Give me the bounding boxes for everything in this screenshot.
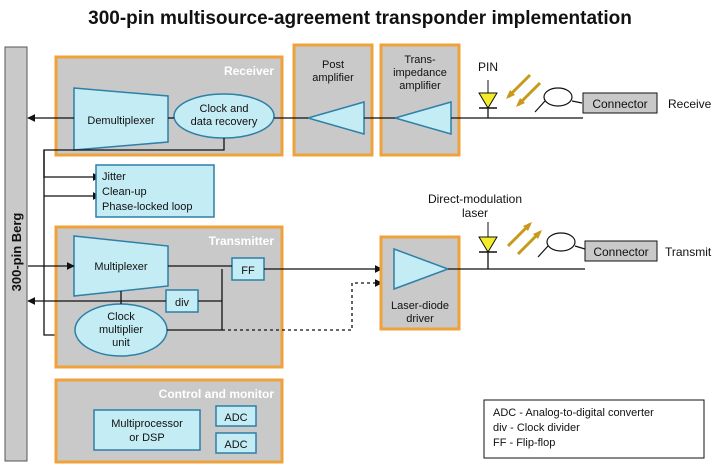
driver-triangle [393, 247, 451, 291]
laser-output-lines [448, 252, 585, 270]
tx-fiber-coil-icon [546, 232, 576, 252]
cmu-label-line1: Clock [107, 311, 135, 323]
berg-connector [4, 46, 28, 462]
transmitter-block: Transmitter Multiplexer FF div Clock mul… [54, 225, 284, 369]
diagram-title: 300-pin multisource-agreement transponde… [88, 8, 632, 29]
adc-label-2: ADC [224, 439, 247, 451]
legend-item-ff: FF - Flip-flop [493, 437, 555, 449]
tx-light-arrows-icon [506, 222, 542, 256]
legend-box: ADC - Analog-to-digital converter div - … [483, 399, 705, 459]
receiver-header: Receiver [224, 64, 274, 78]
tia-label-line3: amplifier [399, 80, 441, 92]
rx-connector-box [582, 92, 658, 114]
dml-label-line1: Direct-modulation [428, 192, 522, 206]
multiplexer-shape [73, 235, 169, 297]
jitter-label-line2: Clean-up [102, 186, 147, 198]
rx-fiber-coil-icon [543, 87, 573, 107]
tia-label-line1: Trans- [404, 54, 436, 66]
adc-box-2 [215, 432, 257, 454]
tx-connector-label: Connector [593, 245, 648, 259]
driver-label-line1: Laser-diode [391, 300, 449, 312]
cmu-label-line3: unit [112, 337, 130, 349]
rx-light-arrows-icon [506, 73, 542, 107]
post-amplifier-block: Post amplifier [292, 43, 374, 157]
transmitter-header: Transmitter [209, 234, 275, 248]
berg-label: 300-pin Berg [9, 213, 24, 292]
div-label: div [175, 297, 190, 309]
multiprocessor-label-line2: or DSP [129, 432, 164, 444]
transmit-label: Transmit [665, 245, 712, 259]
multiprocessor-box [93, 409, 201, 451]
receiver-block: Receiver Demultiplexer Clock and data re… [54, 55, 284, 157]
legend-item-div: div - Clock divider [493, 422, 580, 434]
pin-label: PIN [478, 60, 498, 74]
dml-label-line2: laser [462, 206, 488, 220]
tia-block: Trans- impedance amplifier [379, 43, 461, 157]
adc-box-1 [215, 405, 257, 427]
laser-diode-icon [478, 222, 498, 253]
post-amp-label-line1: Post [322, 59, 344, 71]
receive-label: Receive [668, 97, 712, 111]
demultiplexer-shape [73, 87, 169, 151]
control-monitor-block: Control and monitor Multiprocessor or DS… [54, 378, 284, 464]
rx-connector-label: Connector [592, 97, 647, 111]
transmit-path-lines [27, 262, 383, 331]
multiprocessor-label-line1: Multiprocessor [111, 418, 183, 430]
multiplexer-label: Multiplexer [94, 261, 148, 273]
pin-photodiode-icon [478, 80, 498, 109]
adc-label-1: ADC [224, 412, 247, 424]
jitter-label-line1: Jitter [102, 171, 126, 183]
demultiplexer-label: Demultiplexer [87, 115, 155, 127]
cdr-label-line1: Clock and [200, 103, 249, 115]
cmu-label-line2: multiplier [99, 324, 143, 336]
control-header: Control and monitor [159, 387, 275, 401]
modulation-control-dashed-line [222, 279, 383, 331]
ff-label: FF [241, 265, 255, 277]
cdr-label-line2: data recovery [191, 116, 258, 128]
jitter-cleanup-block: Jitter Clean-up Phase-locked loop [95, 164, 215, 218]
jitter-label-line3: Phase-locked loop [102, 201, 193, 213]
laser-diode-driver-block: Laser-diode driver [379, 235, 461, 331]
post-amp-label-line2: amplifier [312, 72, 354, 84]
tia-label-line2: impedance [393, 67, 447, 79]
legend-item-adc: ADC - Analog-to-digital converter [493, 407, 654, 419]
driver-label-line2: driver [406, 313, 434, 325]
tx-connector-box [584, 240, 658, 262]
